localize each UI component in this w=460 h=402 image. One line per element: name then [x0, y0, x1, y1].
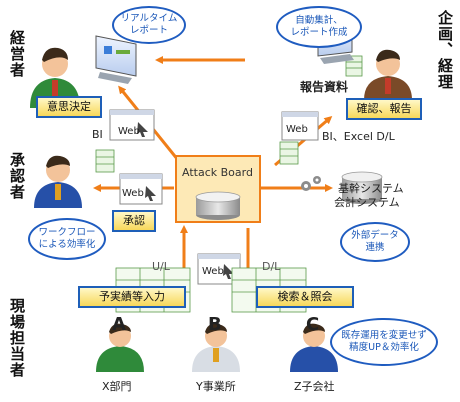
person-icon-approver [34, 155, 82, 208]
web-label-bottom: Web [202, 266, 224, 277]
dl-label: D/L [262, 260, 281, 273]
box-approve: 承認 [112, 210, 156, 232]
role-planning: 企画、経理 [436, 10, 454, 90]
site-c-letter: C [306, 314, 320, 335]
person-icon-site-c [290, 323, 338, 372]
bubble-workflow: ワークフロー による効率化 [28, 218, 106, 260]
browser-window-icon [119, 173, 163, 205]
system-line1: 基幹システム [338, 182, 404, 195]
site-a-name: X部門 [102, 380, 132, 393]
bi-label: BI [92, 128, 103, 141]
site-b-letter: B [208, 314, 222, 335]
person-icon-site-a [96, 323, 144, 372]
bubble-external-data: 外部データ 連携 [340, 222, 410, 262]
box-search: 検索＆照会 [256, 286, 354, 308]
monitor-icon [95, 35, 137, 84]
web-label-right: Web [286, 124, 308, 135]
attack-board [175, 155, 261, 223]
box-decision: 意思決定 [36, 96, 102, 118]
web-label-top: Web [118, 126, 140, 137]
box-confirm-report: 確認、報告 [346, 98, 422, 120]
bubble-realtime-report: リアルタイム レポート [112, 6, 186, 44]
person-icon-site-b [192, 323, 240, 372]
role-field-staff: 現場担当者 [8, 298, 26, 378]
person-icon-planning [364, 49, 412, 100]
database-icon [341, 171, 383, 204]
attack-board-title: Attack Board [182, 166, 253, 179]
ul-label: U/L [152, 260, 170, 273]
browser-window-icon [109, 109, 155, 141]
site-a-letter: A [112, 314, 126, 335]
web-label-mid: Web [122, 188, 144, 199]
site-c-name: Z子会社 [294, 380, 335, 393]
bubble-efficiency: 既存運用を変更せず 精度UP＆効率化 [330, 318, 438, 366]
browser-window-icon [281, 111, 319, 141]
bubble-auto-report: 自動集計、 レポート作成 [276, 6, 362, 48]
box-input: 予実績等入力 [78, 286, 186, 308]
bi-excel-label: BI、Excel D/L [322, 130, 395, 143]
role-approver: 承認者 [8, 152, 26, 200]
role-management: 経営者 [8, 30, 26, 78]
gear-icon [301, 176, 321, 191]
report-doc-label: 報告資料 [300, 80, 349, 94]
site-b-name: Y事業所 [196, 380, 236, 393]
system-line2: 会計システム [334, 196, 400, 209]
